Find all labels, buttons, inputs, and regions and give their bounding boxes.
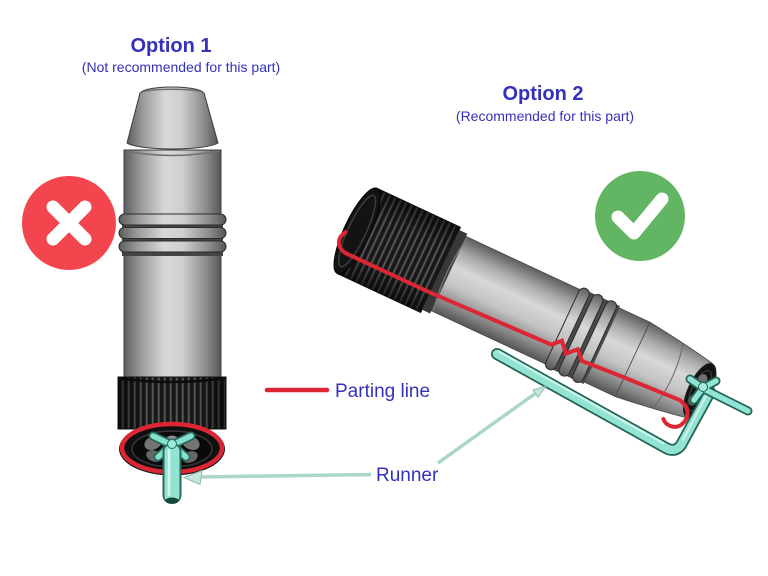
arrowhead-right: [532, 385, 548, 399]
legend-runner: Runner: [182, 385, 548, 486]
part-ring-grooves: [118, 213, 227, 256]
part-nose-cone: [126, 86, 219, 150]
option1-runner: [148, 431, 196, 504]
runner-label: Runner: [376, 465, 439, 486]
option2-parting-line: [336, 230, 690, 429]
option1-subtitle: (Not recommended for this part): [82, 59, 280, 75]
option2-title: Option 2: [502, 83, 583, 105]
parting-line-label: Parting line: [335, 381, 430, 402]
x-circle-icon: [22, 176, 116, 270]
option2-part-illustration: [333, 187, 717, 429]
check-circle-icon: [595, 171, 685, 261]
part-body: [123, 149, 222, 379]
runner-arrow-right: [436, 385, 548, 465]
legend-parting-line: Parting line: [264, 381, 430, 402]
option1-title: Option 1: [130, 35, 211, 57]
runner-arrow-left: [182, 469, 372, 486]
part-knurled-grip: [117, 376, 227, 430]
option2-subtitle: (Recommended for this part): [456, 108, 634, 124]
option2-runner: [491, 348, 753, 456]
arrowhead-left: [182, 469, 203, 486]
option1-part-illustration: [117, 86, 227, 504]
